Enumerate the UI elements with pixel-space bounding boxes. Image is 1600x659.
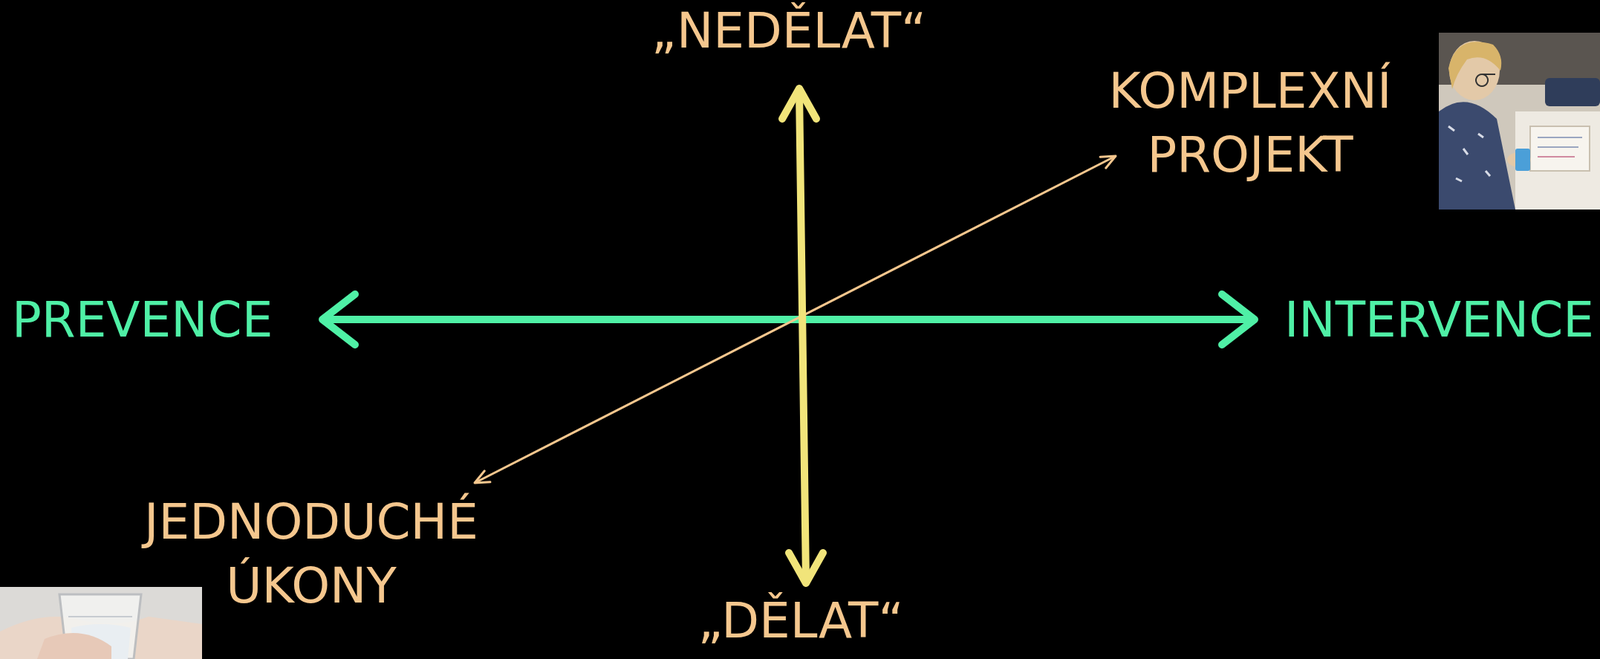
axis-end-label: JEDNODUCHÉ ÚKONY xyxy=(132,490,490,619)
horizontal-axis xyxy=(322,294,1255,345)
diagonal-axis xyxy=(474,155,1116,483)
vertical-axis xyxy=(782,88,824,584)
photo-glass-in-hand xyxy=(0,586,203,659)
axis-end-label: INTERVENCE xyxy=(1284,295,1595,345)
axis-end-label: „NEDĚLAT“ xyxy=(651,4,928,59)
axis-end-label: PREVENCE xyxy=(11,295,273,345)
photo-desk-work xyxy=(1438,32,1600,210)
axis-end-label: KOMPLEXNÍ PROJEKT xyxy=(1071,59,1429,188)
axis-end-label: „DĚLAT“ xyxy=(697,594,904,649)
